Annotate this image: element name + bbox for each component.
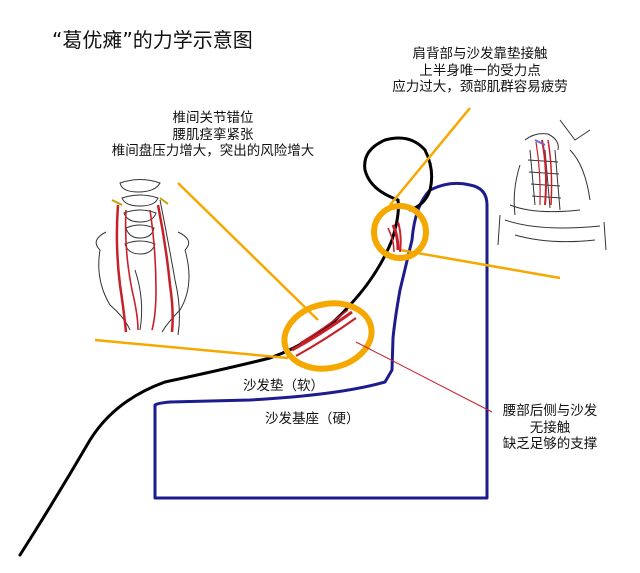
gap-pointer-line xyxy=(355,341,493,413)
lumbar-annotation-line-3: 椎间盘压力增大，突出的风险增大 xyxy=(111,143,315,159)
neck-highlight-circle xyxy=(371,203,429,261)
neck-annotation-line-1: 肩背部与沙发靠垫接触 xyxy=(412,46,548,62)
lumbar-muscle xyxy=(291,309,357,357)
neck-annotation: 肩背部与沙发靠垫接触 上半身唯一的受力点 应力过大，颈部肌群容易疲劳 xyxy=(360,46,600,95)
neck-annotation-line-3: 应力过大，颈部肌群容易疲劳 xyxy=(392,79,568,95)
neck-pointer-line-1 xyxy=(389,107,471,206)
neck-pointer-line-2 xyxy=(399,248,561,280)
body-silhouette xyxy=(18,198,400,557)
lumbar-annotation: 椎间关节错位 腰肌痉挛紧张 椎间盘压力增大，突出的风险增大 xyxy=(98,110,328,159)
lumbar-anatomy-sketch xyxy=(95,179,190,336)
head-outline xyxy=(363,136,434,212)
neck-annotation-line-2: 上半身唯一的受力点 xyxy=(419,62,541,79)
cushion-label: 沙发垫（软） xyxy=(243,378,324,394)
gap-annotation-line-2: 无接触 xyxy=(529,419,571,436)
sofa-outline xyxy=(153,181,489,500)
gap-annotation: 腰部后侧与沙发 无接触 缺乏足够的支撑 xyxy=(490,403,610,452)
neck-anatomy-sketch xyxy=(497,119,607,251)
neck-muscle xyxy=(387,221,402,253)
lumbar-annotation-line-1: 椎间关节错位 xyxy=(172,110,254,126)
lumbar-highlight-circle xyxy=(281,300,375,372)
lumbar-pointer-line-1 xyxy=(177,182,319,321)
lumbar-pointer-line-2 xyxy=(94,338,289,360)
gap-annotation-line-3: 缺乏足够的支撑 xyxy=(502,436,598,452)
base-label: 沙发基座（硬） xyxy=(265,411,360,427)
page-title: “葛优瘫”的力学示意图 xyxy=(52,28,253,52)
gap-annotation-line-1: 腰部后侧与沙发 xyxy=(502,403,598,419)
lumbar-annotation-line-2: 腰肌痉挛紧张 xyxy=(172,126,254,143)
